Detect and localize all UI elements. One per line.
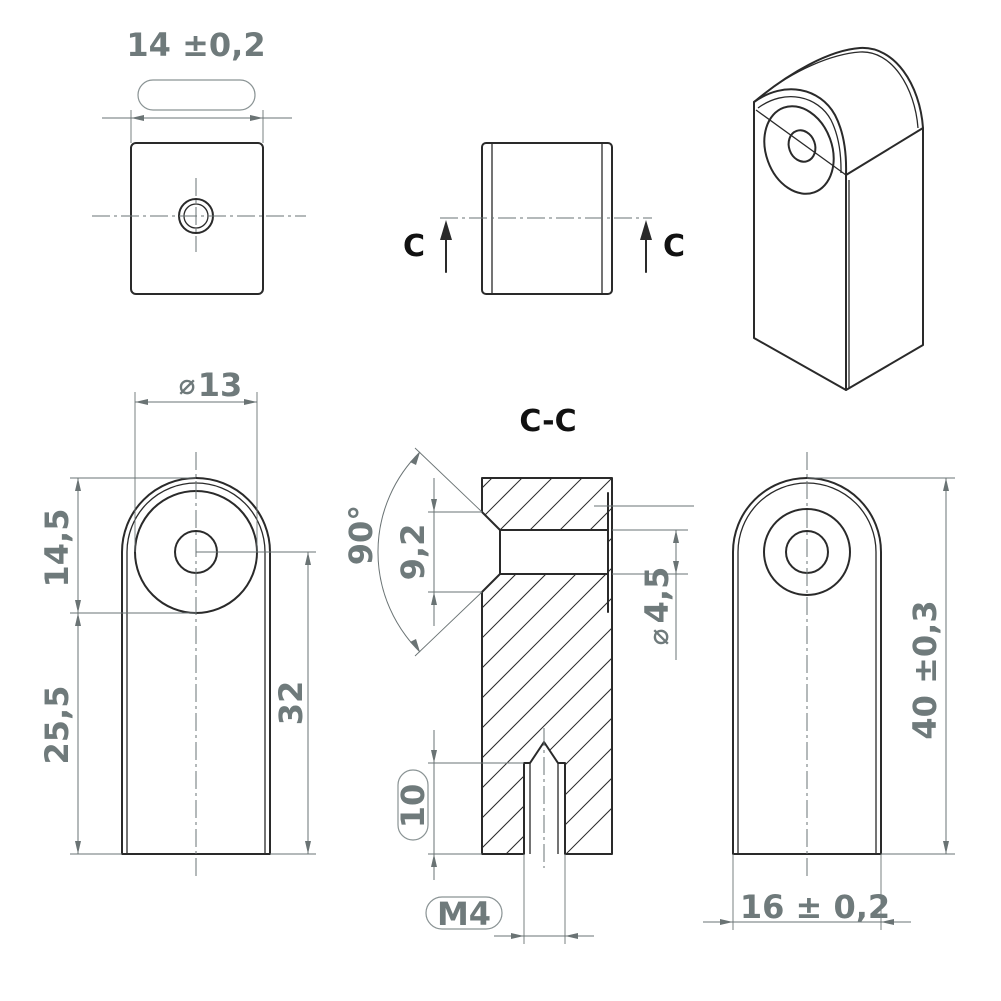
dim-m4: M4: [437, 895, 491, 933]
arrowhead: [673, 561, 679, 574]
arrowhead: [565, 933, 578, 939]
section-title: C-C: [519, 404, 576, 439]
side-view: 40 ±0,3 16 ± 0,2: [703, 452, 955, 930]
section-marker-left: C: [403, 229, 425, 264]
front-view-outline: [121, 477, 271, 855]
arrowhead: [673, 530, 679, 543]
top-view-outline: [130, 142, 264, 295]
section-outline: [481, 477, 613, 855]
dim-top-width: 14 ±0,2: [126, 26, 265, 64]
iso-top-arc-inner: [758, 51, 919, 129]
section-marker-right: C: [663, 229, 685, 264]
arrowhead: [943, 478, 949, 491]
section-arrowhead-left: [440, 220, 452, 240]
section-arrowhead-right: [640, 220, 652, 240]
arrowhead: [75, 478, 81, 491]
iso-boss: [763, 105, 835, 195]
arrowhead: [511, 933, 524, 939]
dim-40: 40 ±0,3: [906, 600, 944, 739]
dim-9-2: 9,2: [394, 524, 432, 581]
inspection-bubble: [137, 79, 256, 111]
dim-angle-90: 90°: [342, 505, 380, 566]
iso-front-face: [753, 88, 848, 391]
arrowhead: [410, 639, 420, 652]
front-view: ⌀ 13 14,5 25,5 32: [38, 366, 316, 880]
dim-16: 16 ± 0,2: [740, 888, 890, 926]
arrowhead: [720, 919, 733, 925]
arrowhead: [131, 115, 144, 121]
side-view-boss: [763, 508, 851, 596]
angle-arc: [377, 451, 421, 653]
dim-32: 32: [272, 681, 310, 726]
arrowhead: [431, 499, 437, 512]
arrowhead: [431, 854, 437, 867]
dim-dia-4-5: 4,5: [638, 567, 676, 624]
arrowhead: [244, 399, 257, 405]
diameter-symbol: ⌀: [642, 628, 675, 645]
arrowhead: [305, 552, 311, 565]
arrowhead: [250, 115, 263, 121]
arrowhead: [943, 841, 949, 854]
dim-25-5: 25,5: [38, 686, 76, 765]
iso-right-face: [845, 127, 924, 391]
diameter-symbol: ⌀: [179, 368, 196, 401]
arrowhead: [135, 399, 148, 405]
top-view: 14 ±0,2: [92, 26, 306, 295]
iso-top-arc: [753, 46, 924, 129]
iso-front-edge: [757, 96, 842, 174]
arrowhead: [881, 919, 894, 925]
section-view: C-C: [342, 404, 694, 944]
extension-line: [414, 447, 483, 513]
arrowhead: [75, 841, 81, 854]
arrowhead: [75, 600, 81, 613]
inspection-bubble: [425, 896, 503, 930]
extension-line: [414, 591, 483, 657]
arrowhead: [75, 613, 81, 626]
isometric-view: [753, 46, 924, 391]
dim-14-5: 14,5: [38, 509, 76, 588]
iso-hole: [787, 129, 817, 163]
side-view-top: C C: [403, 142, 685, 295]
iso-top-edge: [755, 109, 847, 176]
arrowhead: [305, 841, 311, 854]
dim-10: 10: [394, 784, 432, 829]
inspection-bubble: [397, 769, 429, 841]
arrowhead: [431, 592, 437, 605]
dim-dia-13: 13: [198, 366, 243, 404]
arrowhead: [410, 452, 420, 465]
arrowhead: [431, 750, 437, 763]
